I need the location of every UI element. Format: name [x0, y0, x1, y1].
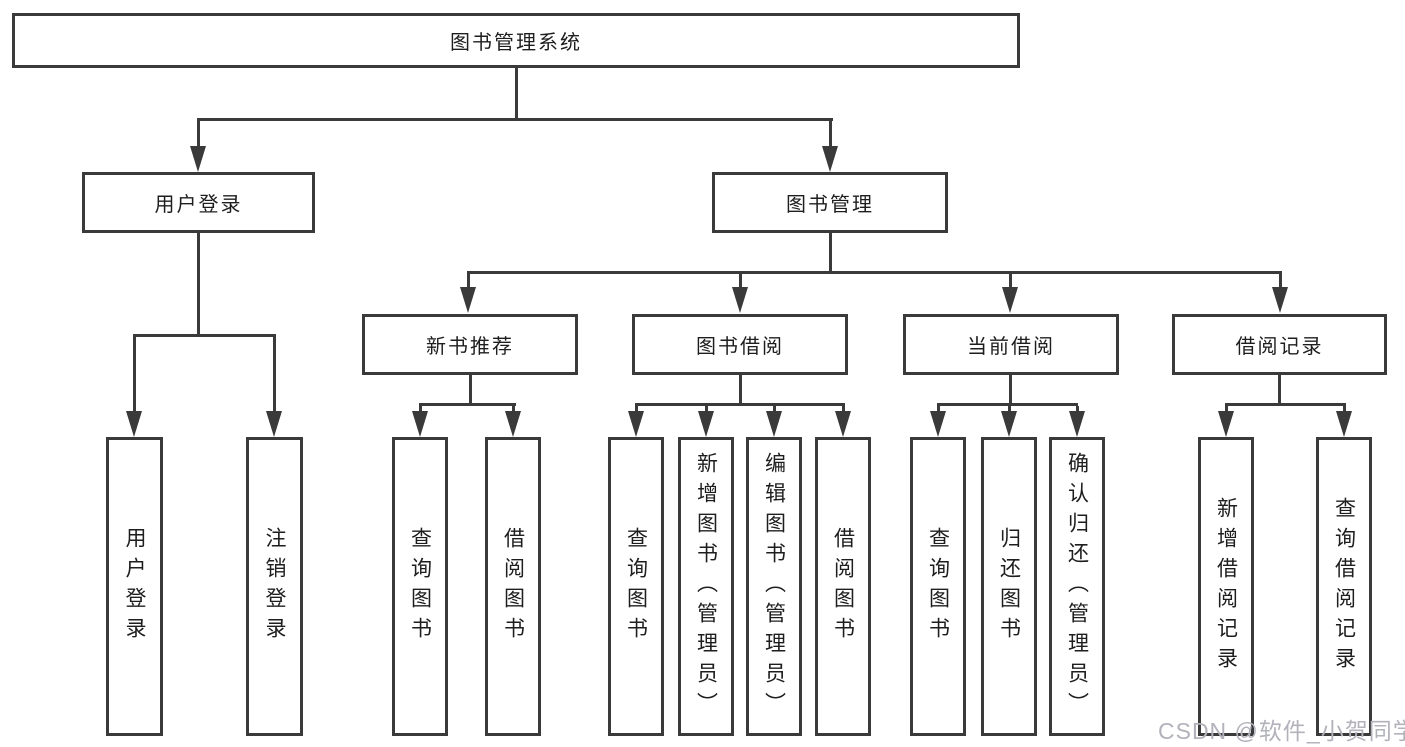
- leaf-query-books-recommend-label: 查询图书: [408, 526, 432, 647]
- connector-arrow: [732, 287, 748, 313]
- leaf-user-login-label: 用户登录: [123, 526, 146, 647]
- leaf-logout-label: 注销登录: [263, 526, 286, 647]
- connector-arrow: [822, 146, 838, 172]
- connector-line: [1009, 274, 1012, 288]
- leaf-add-borrow-record-label: 新增借阅记录: [1214, 496, 1238, 677]
- node-current-borrowing: 当前借阅: [903, 314, 1119, 375]
- node-borrowing-records: 借阅记录: [1172, 314, 1387, 375]
- connector-arrow: [1336, 411, 1352, 437]
- connector-line: [1225, 403, 1346, 406]
- connector-line: [419, 403, 516, 406]
- leaf-user-login: 用户登录: [106, 437, 163, 736]
- node-current-borrowing-label: 当前借阅: [967, 336, 1055, 358]
- connector-line: [467, 274, 470, 288]
- connector-line: [1278, 375, 1281, 405]
- node-new-book-recommend-label: 新书推荐: [426, 336, 514, 358]
- leaf-query-borrow-record: 查询借阅记录: [1316, 437, 1372, 736]
- connector-line: [469, 375, 472, 405]
- connector-line: [1009, 375, 1012, 405]
- leaf-edit-book-admin: 编辑图书（管理员）: [746, 437, 802, 736]
- connector-line: [467, 271, 1282, 274]
- connector-line: [739, 274, 742, 288]
- leaf-return-books-label: 归还图书: [997, 526, 1021, 647]
- leaf-query-books-borrow: 查询图书: [608, 437, 664, 736]
- connector-line: [197, 118, 833, 121]
- connector-arrow: [190, 146, 206, 172]
- connector-arrow: [412, 411, 428, 437]
- connector-line: [133, 337, 136, 413]
- leaf-query-books-recommend: 查询图书: [392, 437, 448, 736]
- leaf-add-borrow-record: 新增借阅记录: [1198, 437, 1254, 736]
- connector-line: [273, 337, 276, 413]
- connector-arrow: [266, 411, 282, 437]
- connector-arrow: [1272, 287, 1288, 313]
- node-user-login: 用户登录: [82, 172, 315, 233]
- connector-line: [829, 121, 832, 149]
- connector-arrow: [930, 411, 946, 437]
- connector-arrow: [460, 287, 476, 313]
- leaf-borrow-books-recommend: 借阅图书: [485, 437, 541, 736]
- connector-line: [197, 121, 200, 149]
- connector-line: [829, 233, 832, 273]
- leaf-confirm-return-admin-label: 确认归还（管理员）: [1065, 451, 1089, 722]
- connector-line: [937, 403, 1078, 406]
- connector-arrow: [126, 411, 142, 437]
- leaf-query-books-current-label: 查询图书: [926, 526, 950, 647]
- leaf-query-books-current: 查询图书: [910, 437, 966, 736]
- connector-arrow: [1218, 411, 1234, 437]
- connector-arrow: [1002, 287, 1018, 313]
- leaf-confirm-return-admin: 确认归还（管理员）: [1049, 437, 1105, 736]
- node-book-borrowing: 图书借阅: [632, 314, 848, 375]
- connector-line: [133, 334, 276, 337]
- connector-arrow: [628, 411, 644, 437]
- csdn-watermark: CSDN @软件_小贺同学: [1158, 718, 1405, 744]
- connector-arrow: [1001, 411, 1017, 437]
- connector-line: [1279, 274, 1282, 288]
- leaf-add-book-admin: 新增图书（管理员）: [678, 437, 734, 736]
- connector-arrow: [698, 411, 714, 437]
- connector-line: [739, 375, 742, 405]
- node-new-book-recommend: 新书推荐: [362, 314, 578, 375]
- node-book-borrowing-label: 图书借阅: [696, 336, 784, 358]
- connector-arrow: [1069, 411, 1085, 437]
- leaf-logout: 注销登录: [246, 437, 303, 736]
- leaf-query-borrow-record-label: 查询借阅记录: [1332, 496, 1356, 677]
- leaf-borrow-books-recommend-label: 借阅图书: [501, 526, 525, 647]
- connector-line: [515, 68, 518, 121]
- leaf-edit-book-admin-label: 编辑图书（管理员）: [762, 451, 786, 722]
- leaf-borrow-books: 借阅图书: [815, 437, 871, 736]
- connector-arrow: [766, 411, 782, 437]
- node-book-management: 图书管理: [712, 172, 948, 233]
- node-book-management-label: 图书管理: [786, 194, 874, 216]
- leaf-borrow-books-label: 借阅图书: [831, 526, 855, 647]
- connector-line: [197, 233, 200, 335]
- connector-arrow: [505, 411, 521, 437]
- connector-arrow: [835, 411, 851, 437]
- leaf-add-book-admin-label: 新增图书（管理员）: [694, 451, 718, 722]
- node-borrowing-records-label: 借阅记录: [1235, 336, 1324, 358]
- node-root: 图书管理系统: [12, 13, 1020, 68]
- node-root-label: 图书管理系统: [450, 32, 582, 54]
- node-user-login-label: 用户登录: [154, 194, 243, 216]
- leaf-query-books-borrow-label: 查询图书: [624, 526, 648, 647]
- connector-line: [635, 403, 845, 406]
- leaf-return-books: 归还图书: [981, 437, 1037, 736]
